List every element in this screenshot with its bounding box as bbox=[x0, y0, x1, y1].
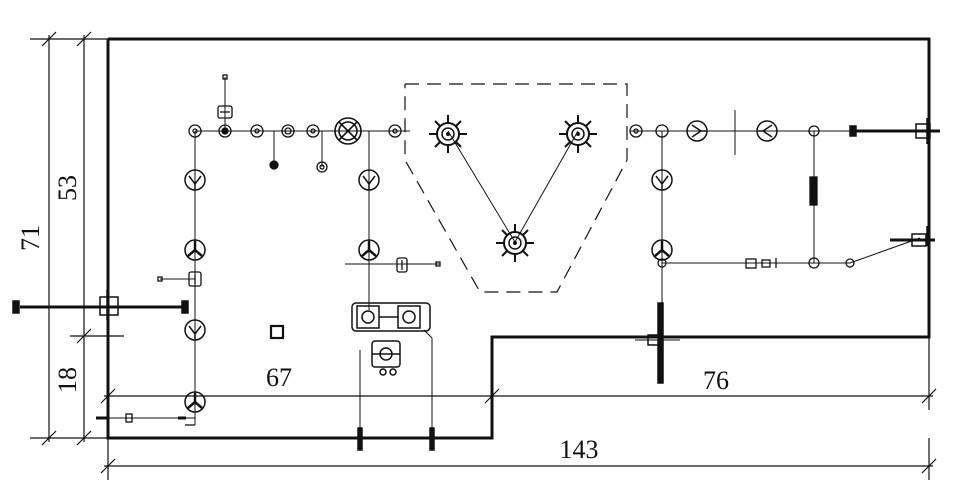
spray-head-2 bbox=[559, 115, 597, 153]
dim-right-width: 76 bbox=[703, 366, 729, 395]
spray-head-1 bbox=[429, 115, 467, 153]
dim-left-width: 67 bbox=[266, 363, 292, 392]
dim-total-height: 71 bbox=[16, 225, 45, 251]
dim-lower-height: 18 bbox=[53, 367, 82, 393]
pipe-network bbox=[20, 77, 940, 445]
valve-boxes bbox=[157, 74, 818, 340]
spray-head-3 bbox=[496, 224, 534, 262]
dim-upper-height: 53 bbox=[53, 175, 82, 201]
right-valve-assemblies bbox=[849, 118, 940, 247]
fixture-symbols bbox=[184, 120, 778, 413]
left-valve-assembly bbox=[12, 290, 189, 320]
dimension-lines bbox=[30, 31, 937, 480]
dashed-enclosure bbox=[404, 83, 628, 293]
valve-wheel bbox=[334, 117, 362, 145]
lower-left-pipe bbox=[96, 413, 195, 426]
pipe-fittings bbox=[188, 124, 855, 269]
dim-total-width: 143 bbox=[560, 435, 599, 464]
pump-equipment bbox=[351, 302, 664, 451]
